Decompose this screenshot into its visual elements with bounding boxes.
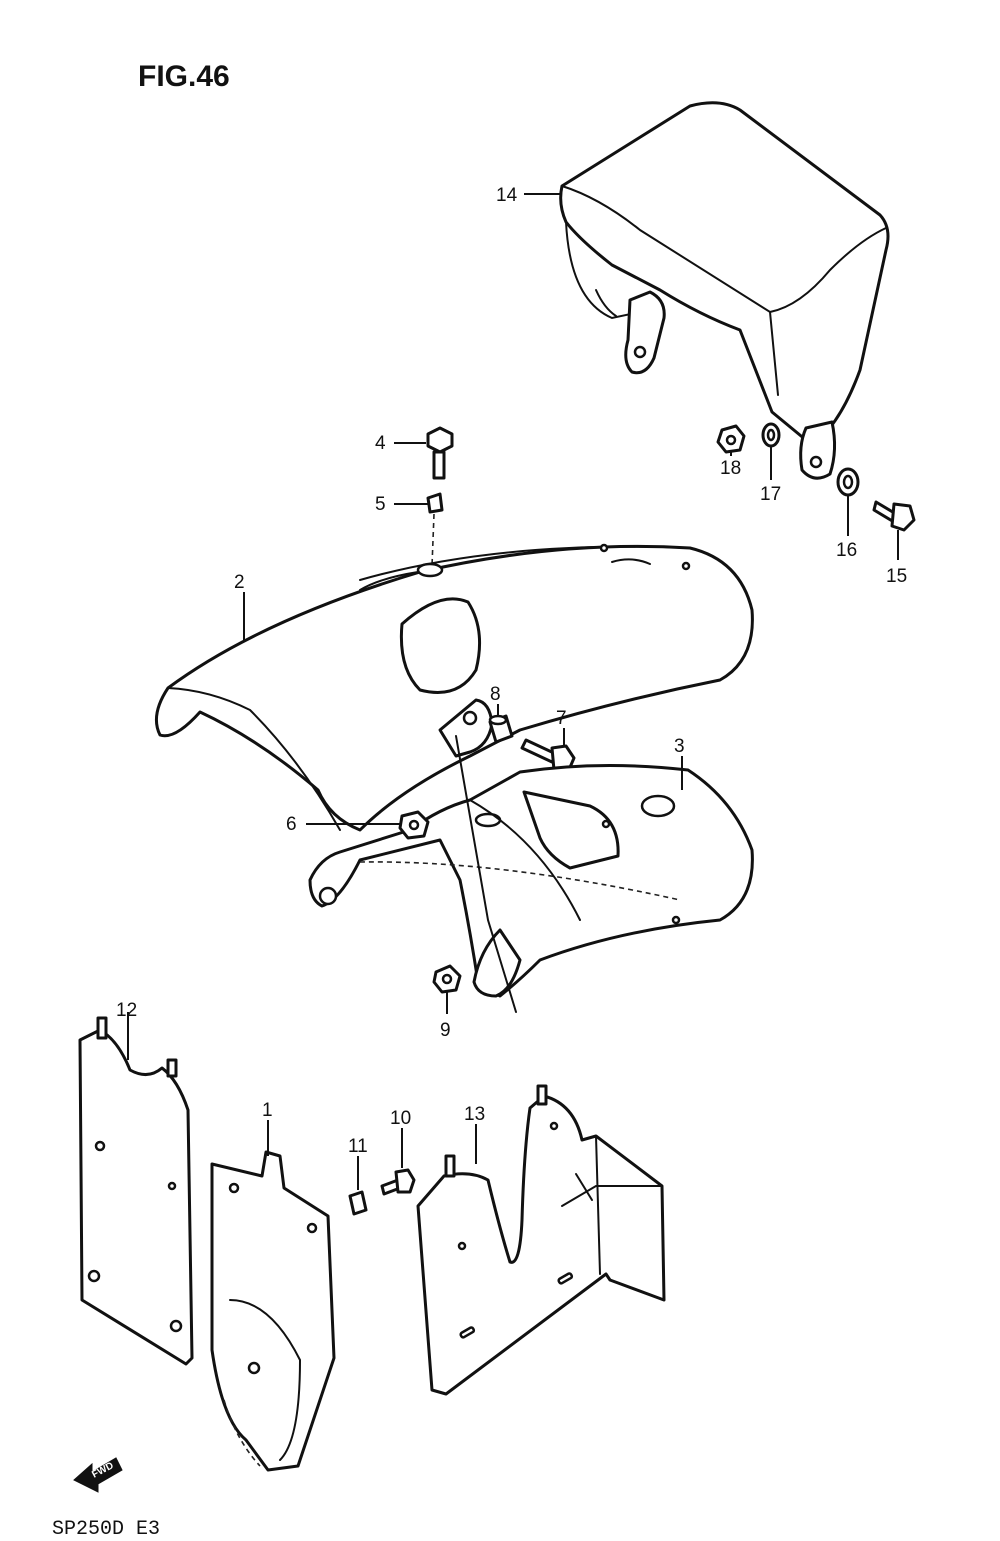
part-2-front-fender — [154, 543, 754, 832]
callout-10: 10 — [390, 1108, 411, 1129]
part-9-nut — [432, 964, 462, 994]
callout-16: 16 — [836, 540, 857, 561]
callout-8: 8 — [490, 684, 501, 705]
callout-6: 6 — [286, 814, 297, 835]
callout-18: 18 — [720, 458, 741, 479]
part-10-bolt — [380, 1168, 416, 1196]
forward-direction-arrow-icon: FWD — [73, 1457, 123, 1493]
part-18-nut — [716, 424, 746, 454]
assembly-line-5 — [431, 513, 435, 567]
part-12-side-plate — [78, 1016, 194, 1366]
figure-title: FIG.46 — [138, 60, 230, 93]
part-5-collar — [426, 492, 444, 514]
guide-line — [455, 735, 517, 1013]
callout-14: 14 — [496, 185, 518, 206]
part-6-nut — [398, 810, 430, 840]
callout-13: 13 — [464, 1104, 485, 1125]
part-17-washer — [761, 422, 781, 448]
part-4-bolt — [426, 426, 454, 480]
callout-11: 11 — [348, 1136, 368, 1157]
callout-9: 9 — [440, 1020, 451, 1041]
part-8-spacer — [488, 714, 514, 744]
part-13-side-plate — [416, 1084, 666, 1396]
part-14-seat-cowl — [559, 101, 890, 480]
part-15-bolt — [872, 500, 916, 532]
part-11-collar — [348, 1190, 368, 1216]
callout-12: 12 — [116, 1000, 137, 1021]
callout-4: 4 — [375, 433, 386, 454]
model-code: SP250D E3 — [52, 1518, 160, 1541]
callout-1: 1 — [262, 1100, 273, 1121]
callout-2: 2 — [234, 572, 245, 593]
callout-3: 3 — [674, 736, 685, 757]
callout-17: 17 — [760, 484, 781, 505]
callout-5: 5 — [375, 494, 386, 515]
part-1-shield-plate — [210, 1150, 336, 1472]
callout-7: 7 — [556, 708, 567, 729]
callout-15: 15 — [886, 566, 907, 587]
part-16-washer — [836, 467, 860, 497]
